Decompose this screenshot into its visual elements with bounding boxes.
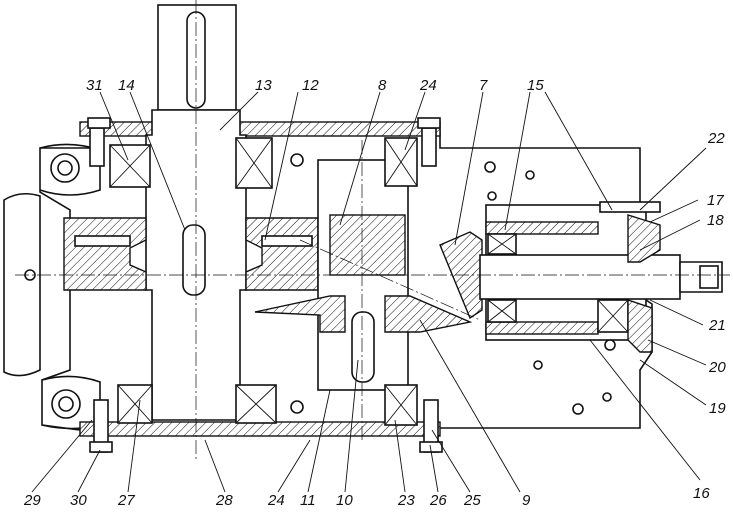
callout-12: 12 bbox=[302, 77, 319, 94]
top-cover-left bbox=[79, 121, 441, 137]
callout-19: 19 bbox=[709, 400, 726, 417]
shaft-key-10 bbox=[351, 311, 375, 383]
callout-15: 15 bbox=[527, 77, 544, 94]
bearing-out-top bbox=[487, 233, 517, 255]
callout-11: 11 bbox=[300, 492, 316, 509]
bearing-bottom-right bbox=[235, 384, 277, 424]
callout-21: 21 bbox=[708, 317, 726, 334]
bevel-gear-disc-right bbox=[384, 295, 473, 333]
cartridge-sleeve-bottom bbox=[485, 321, 599, 335]
end-cover-bottom bbox=[627, 299, 653, 353]
callout-22: 22 bbox=[707, 130, 725, 147]
callout-18: 18 bbox=[707, 212, 724, 229]
callout-13: 13 bbox=[255, 77, 272, 94]
gear-web-left bbox=[74, 235, 131, 247]
left-break-line bbox=[3, 192, 41, 377]
callout-14: 14 bbox=[118, 77, 135, 94]
callout-16: 16 bbox=[693, 485, 710, 502]
left-flange bbox=[39, 143, 101, 196]
large-gear-right bbox=[245, 217, 319, 291]
callout-9: 9 bbox=[522, 492, 531, 509]
callout-28: 28 bbox=[215, 492, 233, 509]
bearing-out-right bbox=[597, 299, 629, 333]
bearing-out-bottom bbox=[487, 299, 517, 323]
output-shaft bbox=[479, 254, 681, 300]
callout-8: 8 bbox=[378, 77, 387, 94]
callout-24-bottom: 24 bbox=[267, 492, 285, 509]
callout-30: 30 bbox=[70, 492, 87, 509]
callout-29: 29 bbox=[23, 492, 41, 509]
cartridge-sleeve-top bbox=[485, 221, 599, 235]
callout-24-top: 24 bbox=[419, 77, 437, 94]
gear-web-right bbox=[261, 235, 313, 247]
bevel-gear-disc bbox=[254, 295, 346, 333]
callout-20: 20 bbox=[708, 359, 726, 376]
shaft-key-lower bbox=[182, 224, 206, 296]
callout-17: 17 bbox=[707, 192, 724, 209]
bearing-top-left bbox=[109, 144, 151, 188]
callout-27: 27 bbox=[117, 492, 135, 509]
corner-bolts bbox=[24, 153, 81, 419]
callout-26: 26 bbox=[429, 492, 447, 509]
callout-7: 7 bbox=[479, 77, 488, 94]
callout-23: 23 bbox=[397, 492, 415, 509]
callout-10: 10 bbox=[336, 492, 353, 509]
callout-labels: 31 14 13 12 8 24 7 15 22 17 18 21 20 19 … bbox=[23, 77, 726, 509]
bearing-mid-top bbox=[384, 137, 418, 187]
bearing-top-right bbox=[235, 137, 273, 189]
bearing-mid-bottom bbox=[384, 384, 418, 426]
bolt-22 bbox=[599, 201, 661, 213]
housing-holes bbox=[290, 153, 616, 415]
output-key bbox=[699, 265, 719, 289]
intermediate-gear-teeth bbox=[329, 214, 406, 276]
end-cover bbox=[627, 214, 661, 263]
bearing-bottom-left bbox=[117, 384, 153, 424]
centerline-bevel bbox=[299, 239, 481, 321]
callout-25: 25 bbox=[463, 492, 481, 509]
leader-lines bbox=[31, 91, 707, 493]
callout-31: 31 bbox=[86, 77, 103, 94]
large-gear-left bbox=[63, 217, 147, 291]
